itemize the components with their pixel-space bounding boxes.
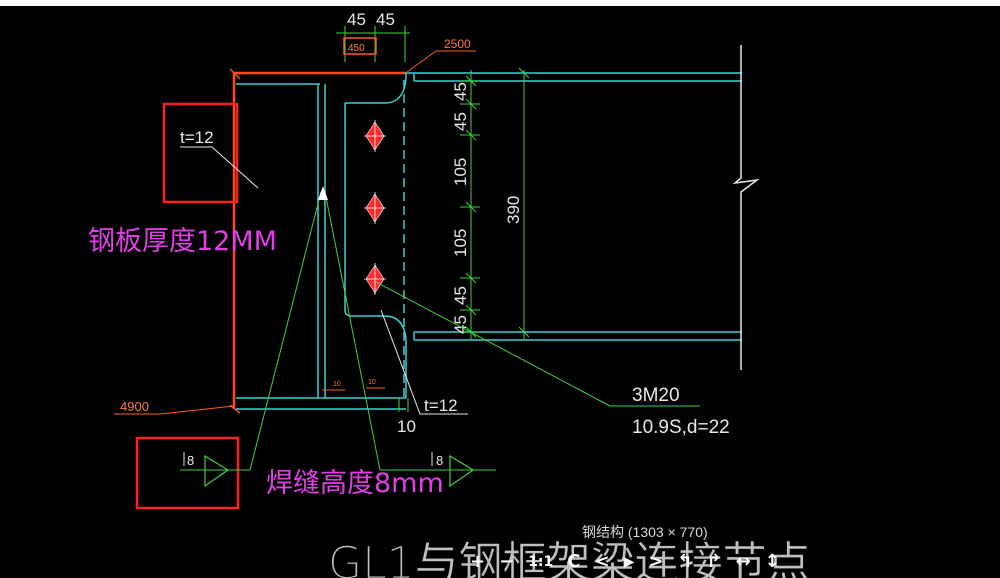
vert-dim-2: 45 xyxy=(451,112,470,131)
weld-symbol-left: 8 xyxy=(187,453,194,468)
label-2500: 2500 xyxy=(444,37,471,51)
play-icon[interactable]: ▶ xyxy=(623,554,635,570)
plate-note-right: t=12 xyxy=(424,396,458,415)
flip-horizontal-icon[interactable]: ↔ xyxy=(735,551,751,572)
rotate-left-icon[interactable]: ↰ xyxy=(677,551,693,572)
next-icon[interactable]: > xyxy=(648,551,664,572)
small-dim-450: 450 xyxy=(348,43,365,54)
drawing-title: GL1与钢框架梁连接节点 xyxy=(328,538,811,578)
vert-dim-5: 105 xyxy=(451,229,470,257)
flip-vertical-icon[interactable]: ↕ xyxy=(764,551,780,572)
zoom-in-button[interactable]: + xyxy=(470,551,486,572)
vert-dim-7: 45 xyxy=(451,315,470,334)
annotation-plate-thickness: 钢板厚度12MM xyxy=(88,226,277,257)
top-dim-1: 45 xyxy=(347,10,366,29)
top-dim-2: 45 xyxy=(376,10,395,29)
prev-icon[interactable]: < xyxy=(594,551,610,572)
small-weld-a: 10 xyxy=(333,381,341,388)
annotation-weld-height: 焊缝高度8mm xyxy=(266,468,444,499)
cad-drawing: 45 45 450 2500 xyxy=(88,10,811,578)
bolt-grade: 10.9S,d=22 xyxy=(632,417,730,438)
total-height-dim: 390 xyxy=(504,196,523,224)
top-window-edge xyxy=(0,0,1000,6)
small-weld-b: 10 xyxy=(368,379,376,386)
viewer-toolbar: + − 1:1 C < ▶ > ↰ ↱ ↔ ↕ xyxy=(470,546,850,578)
bolt-spec: 3M20 xyxy=(632,385,680,406)
vert-dim-1: 45 xyxy=(451,82,470,101)
zoom-out-button[interactable]: − xyxy=(499,551,515,572)
weld-symbol-right: 8 xyxy=(436,453,443,468)
vert-dim-4: 105 xyxy=(451,158,470,186)
image-info-label: 钢结构 (1303 × 770) xyxy=(582,524,708,540)
refresh-icon[interactable]: C xyxy=(567,551,581,572)
gap-dim: 10 xyxy=(397,417,416,436)
plate-note: t=12 xyxy=(180,128,214,147)
actual-size-button[interactable]: 1:1 xyxy=(528,554,554,570)
vert-dim-6: 45 xyxy=(451,286,470,305)
rotate-right-icon[interactable]: ↱ xyxy=(706,551,722,572)
label-4900: 4900 xyxy=(120,399,149,414)
